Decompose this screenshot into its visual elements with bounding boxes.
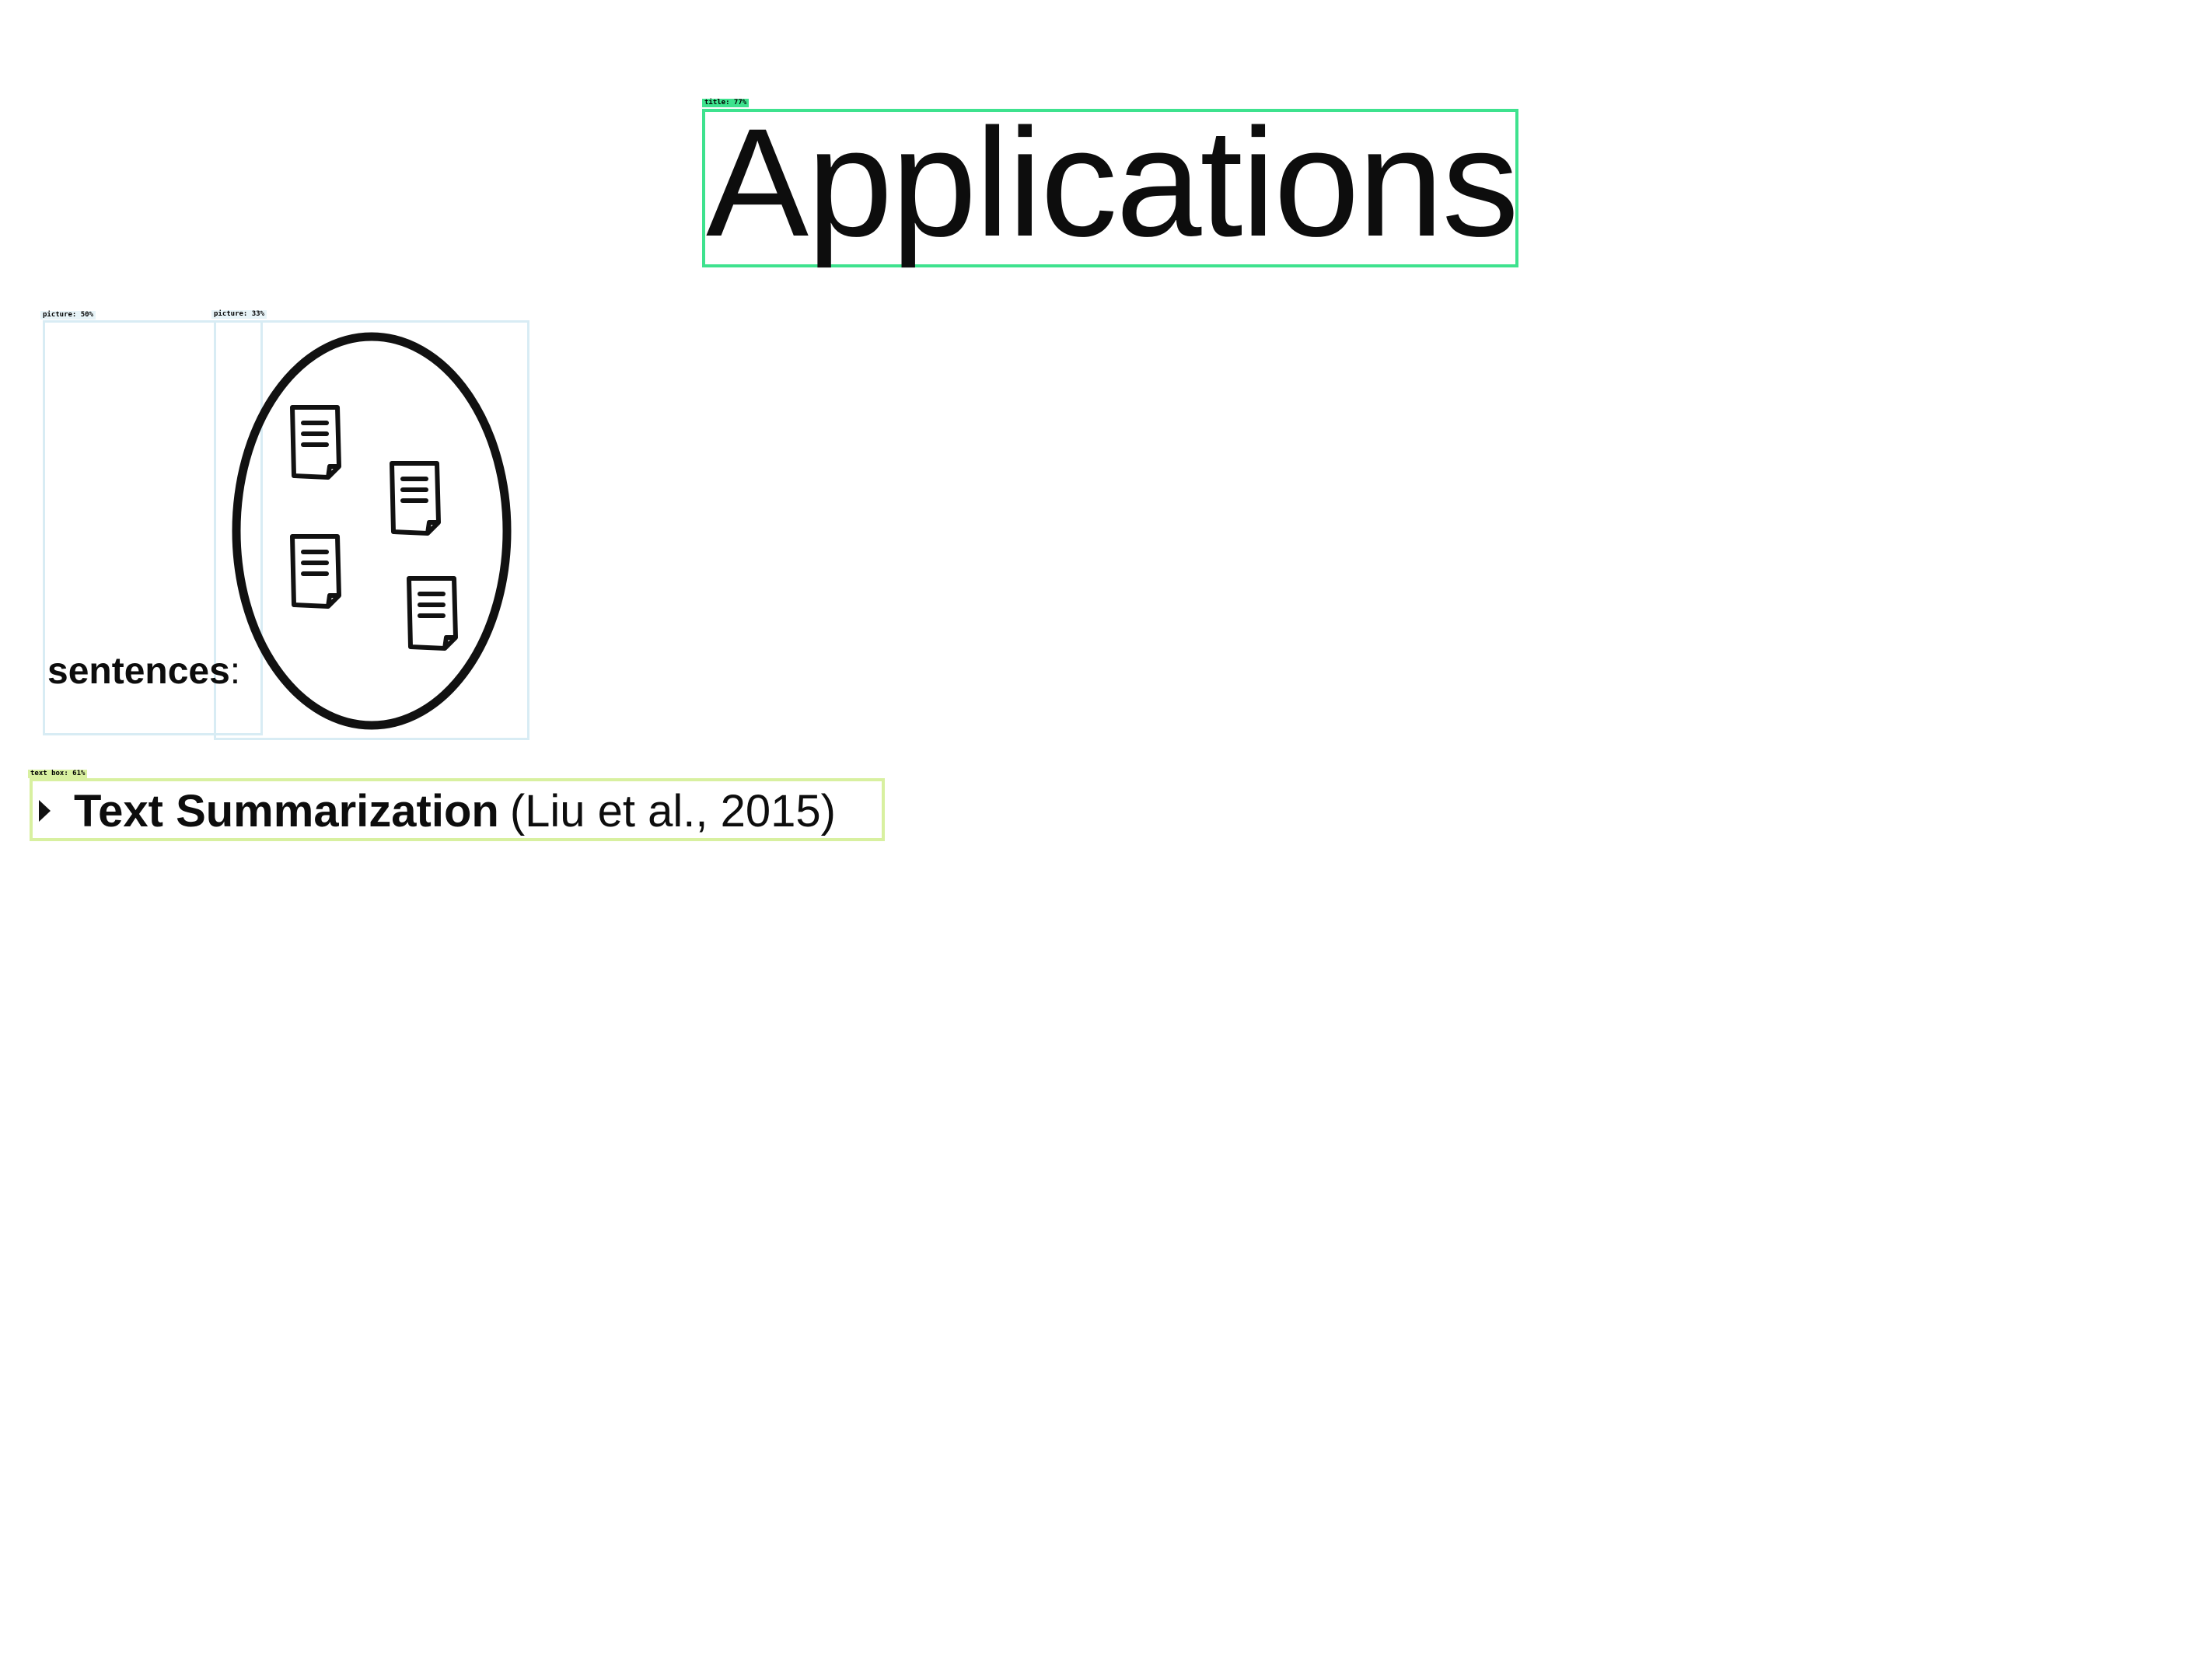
document-icon — [407, 576, 458, 651]
sentences-label: sentences: — [47, 650, 240, 693]
title-detection-tag: title: 77% — [702, 99, 750, 107]
bullet-heading: Text Summarization — [74, 785, 499, 836]
document-cluster-icon — [225, 327, 521, 739]
picture-detection-box-1 — [43, 320, 263, 735]
sentences-label-bold: sentences — [47, 651, 230, 692]
sentences-label-tail: : — [229, 651, 241, 692]
text-box-detection-box — [30, 778, 885, 841]
document-icon — [290, 534, 341, 609]
slide-title: Applications — [706, 96, 1519, 268]
bullet-item: Text Summarization (Liu et al., 2015) — [36, 785, 836, 836]
document-cluster-svg — [232, 332, 512, 730]
text-box-detection-tag: text box: 61% — [28, 770, 88, 778]
picture-detection-tag-1: picture: 50% — [40, 311, 96, 320]
triangle-bullet-icon — [39, 800, 51, 822]
picture-detection-box-2 — [214, 320, 529, 740]
bullet-citation: (Liu et al., 2015) — [509, 785, 836, 836]
document-icon — [390, 461, 441, 536]
title-detection-box — [702, 109, 1518, 267]
cluster-ellipse — [232, 332, 512, 730]
picture-detection-tag-2: picture: 33% — [211, 310, 267, 319]
document-icon — [290, 405, 341, 480]
